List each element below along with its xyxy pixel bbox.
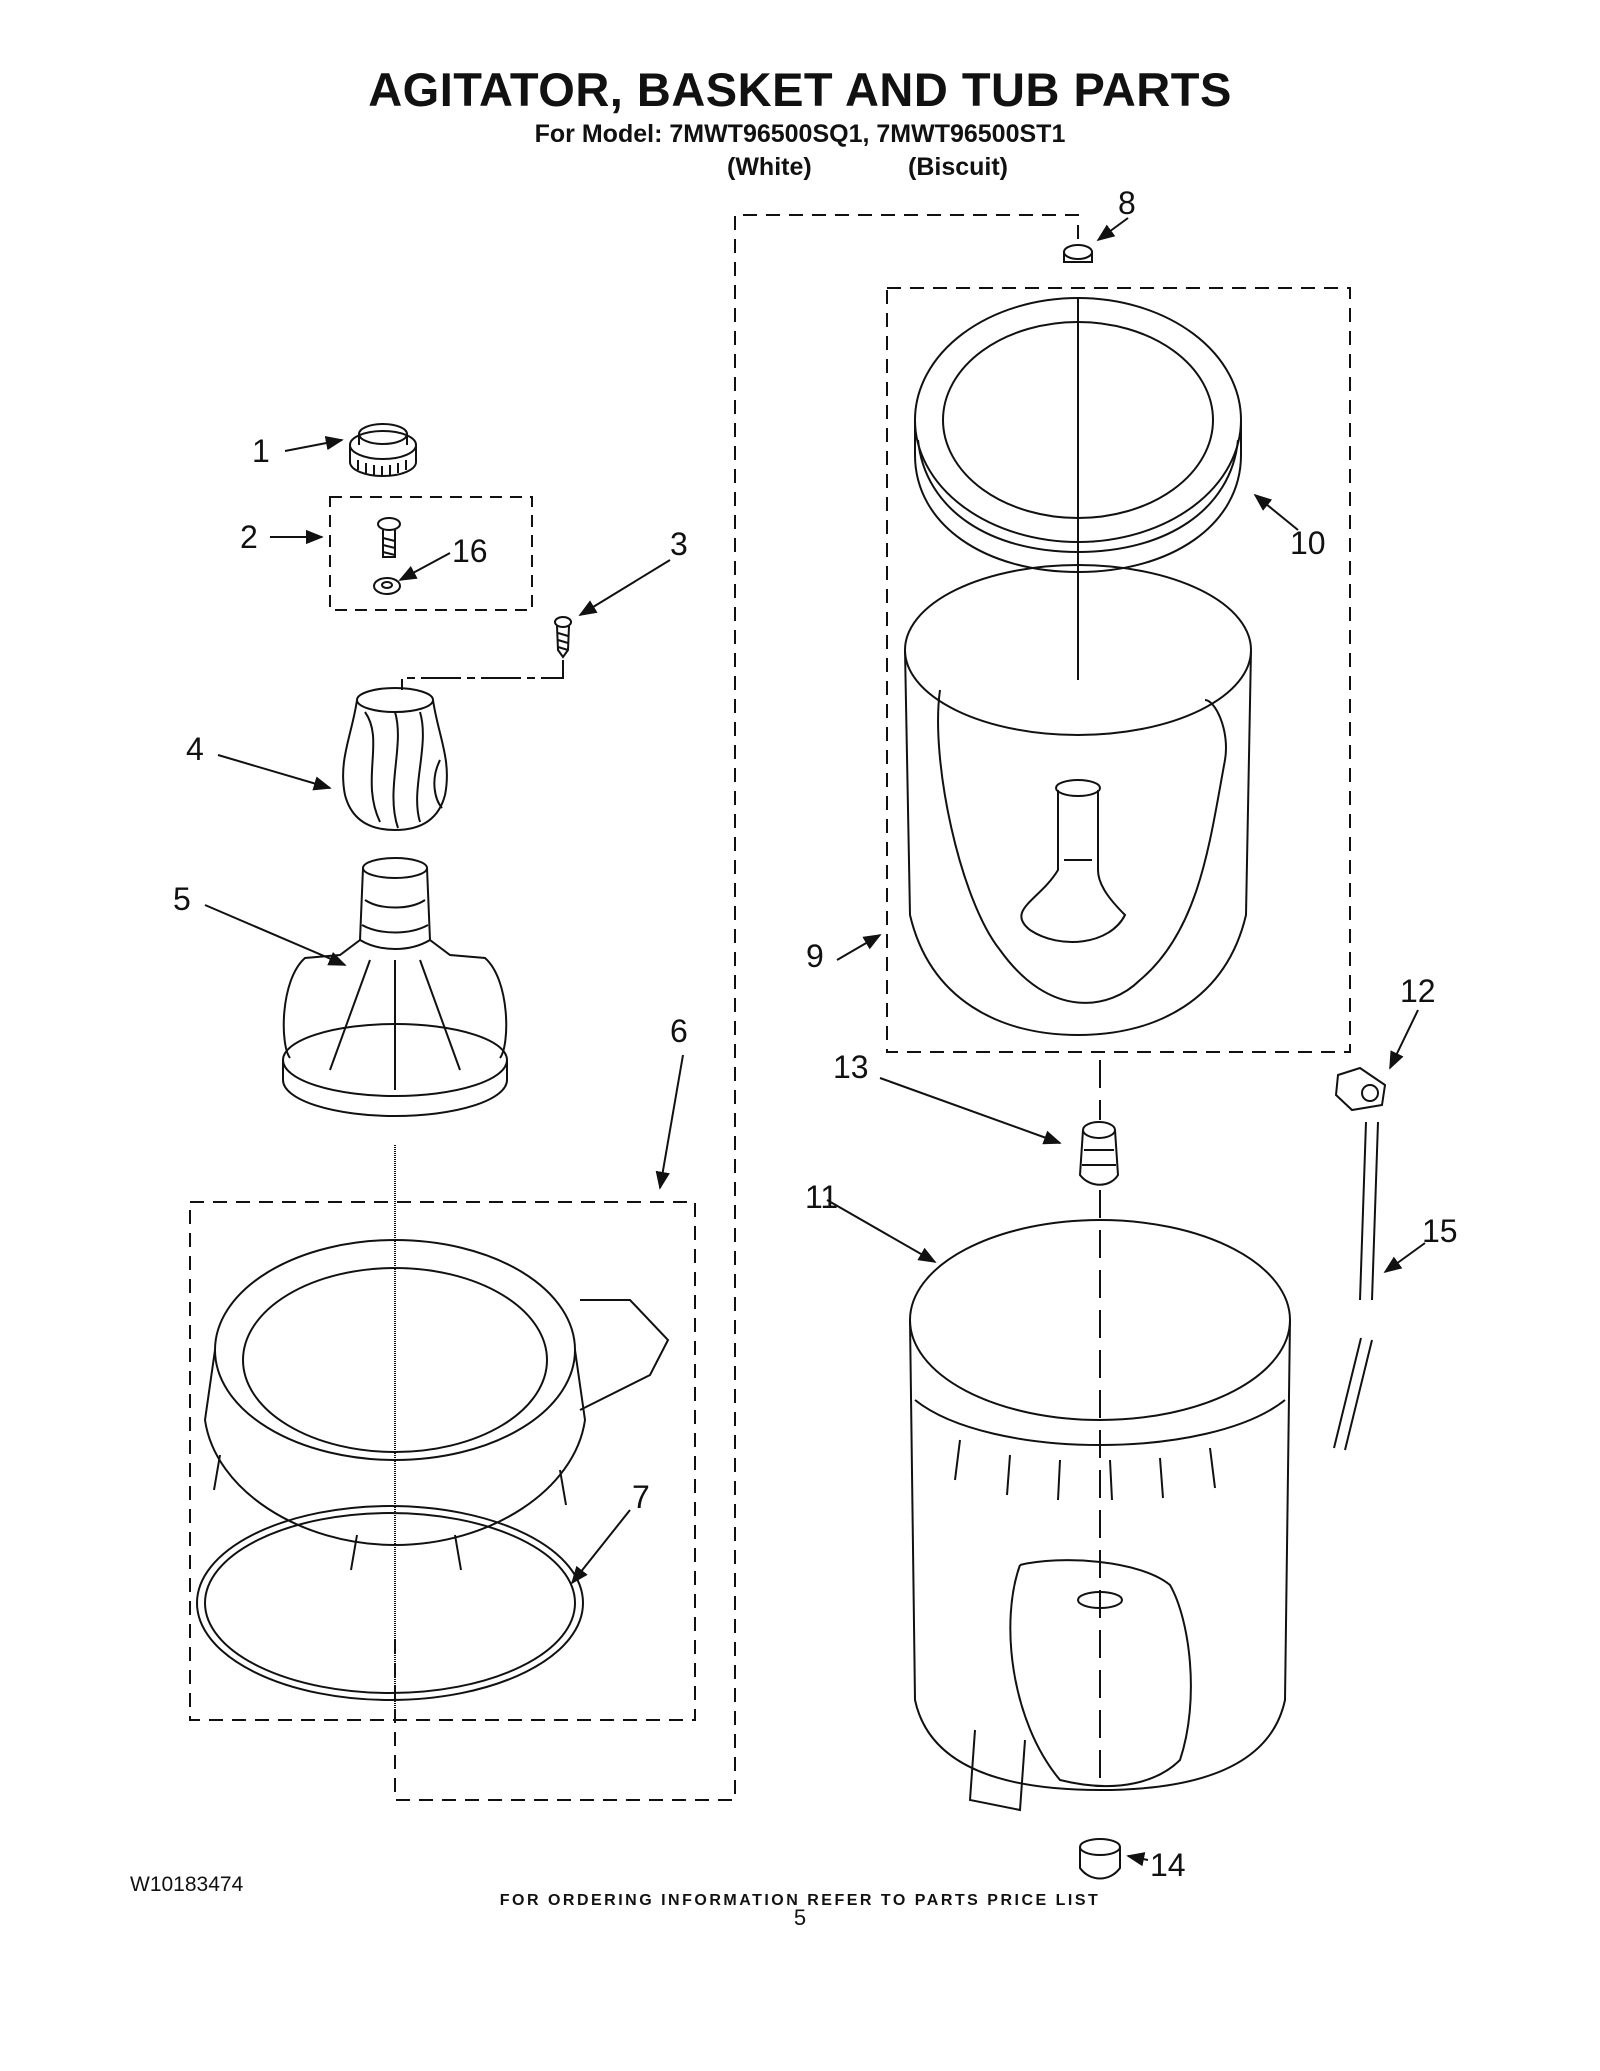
- ordering-note: FOR ORDERING INFORMATION REFER TO PARTS …: [499, 1892, 1101, 1909]
- part-12-hose-clip: [1334, 1066, 1387, 1112]
- part-8-nut: [1063, 244, 1093, 263]
- callout-6: 6: [670, 1013, 688, 1049]
- part-3-screw: [401, 616, 572, 690]
- callout-4: 4: [186, 731, 204, 767]
- part-7-seal-ring: [196, 1505, 584, 1701]
- part-4-agitator-barrel: [342, 687, 448, 832]
- part-5-agitator-base: [282, 857, 508, 1117]
- variant-white-label: (White): [727, 153, 812, 181]
- part-1-agitator-cap: [349, 423, 417, 477]
- part-9-basket: [904, 564, 1252, 1037]
- part-11-outer-tub: [909, 1219, 1291, 1812]
- assembly-link-line: [394, 214, 1079, 1801]
- callout-7: 7: [632, 1479, 650, 1515]
- part-15-hose: [1333, 1121, 1379, 1451]
- part-16-washer: [373, 577, 401, 595]
- page-number: 5: [793, 1905, 807, 1930]
- group-box-2-16: [329, 496, 533, 611]
- callout-8: 8: [1118, 185, 1136, 221]
- document-number: W10183474: [130, 1873, 244, 1896]
- callout-15: 15: [1422, 1213, 1458, 1249]
- part-13-hub: [1078, 1121, 1120, 1186]
- callout-2: 2: [240, 519, 258, 555]
- variant-biscuit-label: (Biscuit): [908, 153, 1008, 181]
- part-14-plug: [1079, 1838, 1121, 1880]
- callout-12: 12: [1400, 973, 1436, 1009]
- part-2-bolt: [377, 517, 401, 558]
- group-box-9-10: [886, 287, 1351, 1053]
- callout-5: 5: [173, 881, 191, 917]
- page-title: AGITATOR, BASKET AND TUB PARTS: [368, 63, 1232, 116]
- part-6-tub-ring: [203, 1239, 670, 1571]
- callout-3: 3: [670, 526, 688, 562]
- group-box-6: [189, 1201, 696, 1721]
- callout-1: 1: [252, 433, 270, 469]
- part-10-balance-ring: [914, 297, 1242, 574]
- callout-13: 13: [833, 1049, 869, 1085]
- callout-11: 11: [805, 1179, 838, 1215]
- callout-9: 9: [806, 938, 824, 974]
- model-subtitle: For Model: 7MWT96500SQ1, 7MWT96500ST1: [534, 120, 1066, 148]
- callout-16: 16: [452, 533, 488, 569]
- callout-14: 14: [1150, 1847, 1186, 1883]
- callout-10: 10: [1290, 525, 1326, 561]
